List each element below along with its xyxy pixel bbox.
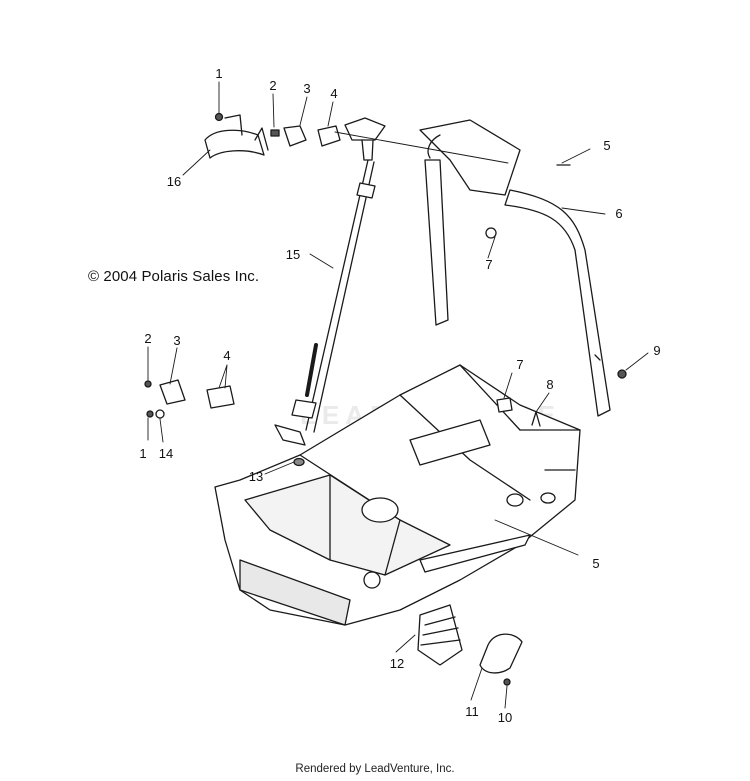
copyright-notice: © 2004 Polaris Sales Inc. [88, 268, 260, 285]
callout-5-top: 5 [603, 138, 610, 153]
clamp-11 [479, 633, 523, 674]
callout-2-mid: 2 [144, 331, 151, 346]
callout-7-mid: 7 [516, 357, 523, 372]
callout-14: 14 [159, 446, 173, 461]
bracket-16 [204, 114, 269, 159]
hardware-top [214, 112, 341, 147]
leader-lines [147, 81, 649, 709]
callout-4-top: 4 [330, 86, 337, 101]
callout-10: 10 [498, 710, 512, 725]
callout-7-top: 7 [485, 257, 492, 272]
callout-6: 6 [615, 206, 622, 221]
callout-1-mid: 1 [139, 446, 146, 461]
callout-5-mid: 5 [592, 556, 599, 571]
chassis-frame [214, 364, 581, 626]
callout-16: 16 [167, 174, 181, 189]
callout-1-top: 1 [215, 66, 222, 81]
footer-credit: Rendered by LeadVenture, Inc. [295, 763, 455, 775]
callout-4-mid: 4 [223, 348, 230, 363]
hardware-mid [144, 164, 627, 467]
callout-8: 8 [546, 377, 553, 392]
callout-2-top: 2 [269, 78, 276, 93]
boot-12 [417, 604, 463, 666]
screw-10 [503, 678, 511, 686]
callout-12: 12 [390, 656, 404, 671]
steering-column [274, 117, 386, 446]
callout-13: 13 [249, 469, 263, 484]
frame-upright-6 [419, 119, 611, 417]
callout-9: 9 [653, 343, 660, 358]
callout-3-top: 3 [303, 81, 310, 96]
callout-3-mid: 3 [173, 333, 180, 348]
callout-11: 11 [465, 704, 479, 719]
callout-15: 15 [286, 247, 300, 262]
